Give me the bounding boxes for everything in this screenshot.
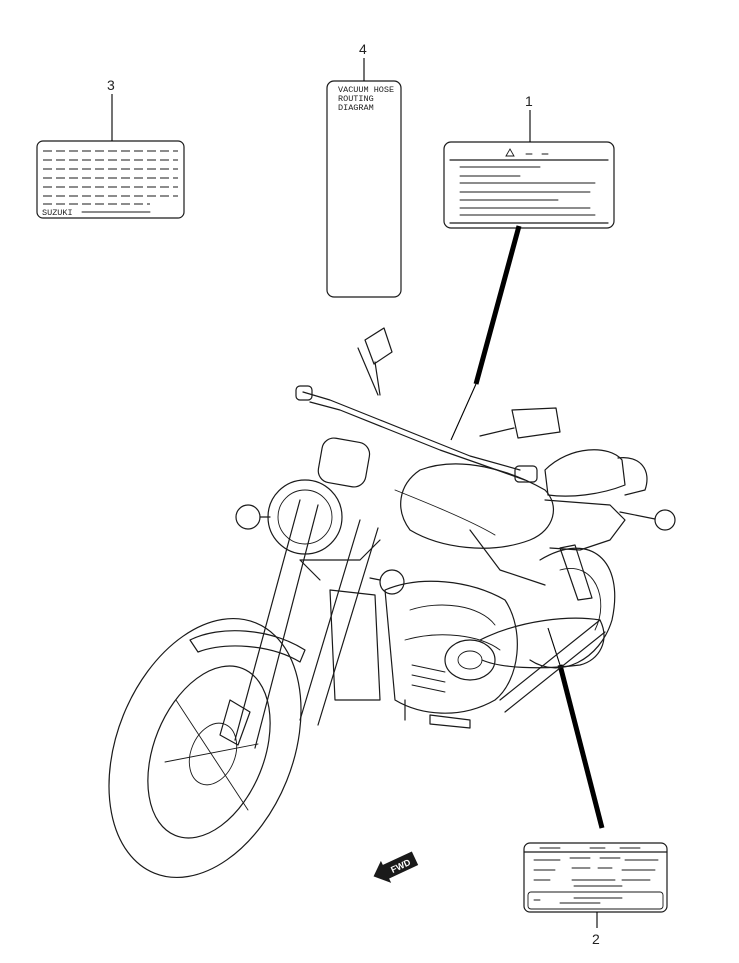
- motorcycle-illustration: [108, 327, 676, 879]
- front-fender: [189, 630, 306, 663]
- label-2-pointer-thin: [547, 627, 561, 666]
- label-1-pointer-bold: [473, 225, 522, 385]
- label-2-decal[interactable]: [523, 842, 668, 913]
- headlight: [267, 479, 343, 555]
- seat: [544, 449, 626, 497]
- label-3-brand-text: SUZUKI: [42, 208, 73, 218]
- label-1-pointer-thin: [450, 383, 477, 441]
- front-wheel: [108, 617, 302, 879]
- forward-arrow-icon: FWD: [373, 851, 419, 883]
- label-4-line-1: VACUUM HOSE: [338, 85, 394, 95]
- fuel-tank: [400, 463, 554, 549]
- callout-4[interactable]: 4: [359, 41, 367, 57]
- warning-triangle-icon: [505, 148, 515, 157]
- label-4-line-2: ROUTING: [338, 94, 374, 104]
- callout-1[interactable]: 1: [525, 93, 533, 109]
- label-4-line-3: DIAGRAM: [338, 103, 374, 113]
- engine: [384, 580, 518, 714]
- label-2-pointer-bold: [557, 664, 605, 829]
- label-1-decal[interactable]: [443, 141, 615, 229]
- callout-2[interactable]: 2: [592, 931, 600, 947]
- label-4-decal[interactable]: VACUUM HOSE ROUTING DIAGRAM: [326, 80, 402, 298]
- radiator: [329, 589, 381, 701]
- label-3-decal[interactable]: SUZUKI: [36, 140, 185, 219]
- callout-3[interactable]: 3: [107, 77, 115, 93]
